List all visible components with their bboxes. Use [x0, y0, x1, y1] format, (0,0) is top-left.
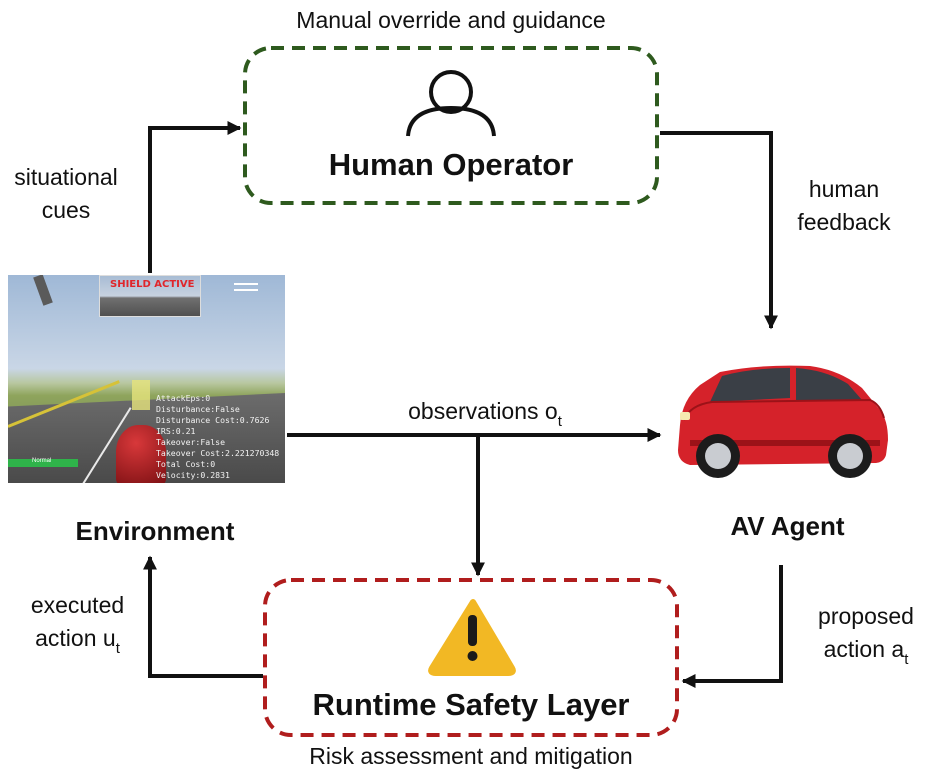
sim-status-bar: Normal [8, 458, 78, 467]
sim-hud-line: Velocity:0.2831 [156, 470, 230, 480]
runtime-safety-title: Runtime Safety Layer [312, 687, 630, 722]
sim-hud-line: Total Cost:0 [156, 459, 216, 469]
sim-shield-banner: SHIELD ACTIVE [110, 279, 195, 290]
sim-shield-inset: SHIELD ACTIVE [99, 275, 201, 317]
human-operator-box [243, 46, 659, 205]
environment-label: Environment [75, 516, 235, 546]
sim-hud-line: IRS:0.21 [156, 426, 196, 436]
proposed-action-line2: action at [800, 633, 932, 669]
executed-action-line2: action ut [10, 622, 145, 658]
car-icon [678, 365, 888, 478]
human-feedback-line2: feedback [797, 209, 891, 235]
situational-cues-label: situational cues [0, 161, 132, 227]
executed-action-line1: executed [30, 592, 125, 618]
sim-hud-line: Takeover Cost:2.221270348 [156, 448, 280, 458]
executed-action-sub: t [115, 640, 120, 657]
av-agent-label: AV Agent [730, 511, 845, 541]
sim-hud-line: AttackEps:0 [156, 393, 211, 403]
human-operator-title: Human Operator [328, 147, 574, 182]
sim-ego-car [116, 425, 166, 483]
situational-cues-line1: situational [14, 164, 118, 190]
edge-situational-cues [148, 121, 242, 273]
human-feedback-label: human feedback [784, 173, 904, 239]
sim-hud-line: Disturbance Cost:0.7626 [156, 415, 270, 425]
runtime-safety-box [263, 578, 679, 737]
situational-cues-line2: cues [41, 197, 91, 223]
bottom-caption: Risk assessment and mitigation [309, 743, 633, 769]
executed-action-label: executed action ut [10, 589, 145, 658]
sim-status-text: Normal [32, 458, 52, 464]
top-caption: Manual override and guidance [296, 7, 606, 33]
sim-hud-line: Takeover:False [156, 437, 226, 447]
edge-human-feedback [660, 131, 778, 330]
edge-executed-action [143, 555, 263, 678]
observations-sub: t [557, 413, 562, 430]
proposed-action-line1: proposed [818, 603, 914, 629]
sim-pole [33, 275, 53, 306]
observations-label: observations ot [385, 395, 585, 431]
proposed-action-sub: t [904, 651, 909, 668]
proposed-action-label: proposed action at [800, 600, 932, 669]
sim-side-panel [204, 279, 258, 307]
observations-text: observations o [408, 398, 558, 424]
edge-proposed-action [681, 565, 783, 688]
human-feedback-line1: human [808, 176, 880, 202]
person-icon [406, 70, 496, 137]
sim-hud-line: Disturbance:False [156, 404, 240, 414]
executed-action-text: action u [35, 625, 116, 651]
sim-lead-vehicle [132, 380, 150, 410]
proposed-action-text: action a [823, 636, 905, 662]
warning-icon [428, 599, 516, 676]
